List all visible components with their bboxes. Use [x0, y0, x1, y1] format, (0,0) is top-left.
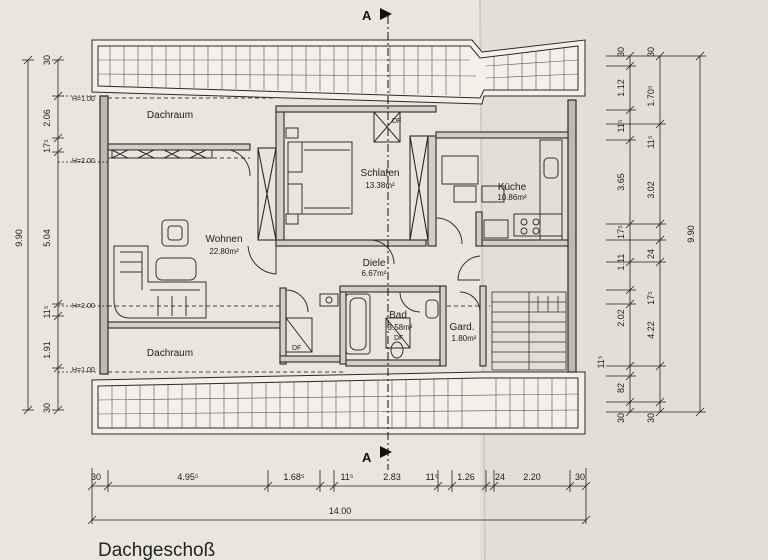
- dim-left-206: 2.06: [42, 109, 52, 127]
- bath-fixtures: [319, 293, 439, 359]
- dim-right-inner-bot30: 30: [616, 413, 626, 423]
- dim-right-outer-bot30: 30: [646, 413, 656, 423]
- wohnen-window-band: [111, 149, 213, 159]
- dim-bottom-24: 24: [495, 472, 505, 482]
- roof-eave-bottom: [91, 371, 586, 435]
- dim-right-outer-top30: 30: [646, 47, 656, 57]
- dim-bottom-115b: 11⁵: [425, 472, 438, 482]
- dimension-chain-bottom: [87, 468, 591, 525]
- dim-bottom-126: 1.26: [457, 472, 475, 482]
- dim-left-bot30: 30: [42, 403, 52, 413]
- dim-right-inner-111: 1.11: [616, 254, 626, 271]
- dim-right-outer-175: 17⁵: [646, 291, 656, 305]
- dim-bottom-495: 4.95⁵: [177, 472, 199, 482]
- dim-right-inner-top30: 30: [616, 47, 626, 57]
- dimension-chain-right: [606, 51, 706, 417]
- dim-right-outer-115: 11⁵: [646, 135, 656, 148]
- section-label-bottom: A: [362, 450, 372, 465]
- dim-right-outer-1705: 1.70⁵: [646, 85, 656, 107]
- dim-bottom-115a: 11⁵: [340, 472, 353, 482]
- dim-left-504: 5.04: [42, 229, 52, 247]
- section-arrow-bottom-icon: [380, 446, 392, 458]
- height-marker-upper: H=2.00: [72, 158, 95, 165]
- room-label-diele: Diele: [363, 258, 386, 269]
- dim-left-total: 9.90: [14, 229, 24, 247]
- height-marker-bottom: H=1.00: [72, 367, 95, 374]
- skylights: [285, 111, 411, 353]
- room-area-schlafen: 13.38m²: [365, 181, 395, 190]
- plan-title: Dachgeschoß: [98, 540, 215, 560]
- room-label-dachraum-bottom: Dachraum: [147, 348, 193, 359]
- dim-right-inner-175: 17⁵: [616, 225, 626, 239]
- height-marker-top: H=1.00: [72, 96, 95, 103]
- room-area-wohnen: 22.80m²: [209, 247, 239, 256]
- bed: [285, 127, 353, 225]
- dim-bottom-283: 2.83: [383, 472, 401, 482]
- room-label-gard: Gard.: [449, 322, 474, 333]
- room-area-bad: 3.58m²: [388, 323, 413, 332]
- room-label-kueche: Küche: [498, 182, 527, 193]
- dim-right-inner-365: 3.65: [616, 173, 626, 191]
- kitchen-fittings: [441, 139, 563, 241]
- dim-bottom-30b: 30: [575, 472, 585, 482]
- dim-bottom-220: 2.20: [523, 472, 541, 482]
- dim-right-outer-total: 9.90: [686, 225, 696, 243]
- dim-right-inner-202: 2.02: [616, 309, 626, 327]
- dim-left-191: 1.91: [42, 341, 52, 359]
- door-swings: [229, 149, 481, 313]
- skylight-label-schlafen: DF: [392, 118, 401, 125]
- dim-left-175: 17⁵: [42, 139, 52, 153]
- section-label-top: A: [362, 8, 372, 23]
- room-label-schlafen: Schlafen: [361, 168, 400, 179]
- interior-walls: [107, 105, 569, 367]
- dim-right-outer-302: 3.02: [646, 181, 656, 199]
- dim-left-top30: 30: [42, 55, 52, 65]
- skylight-label-diele: DF: [292, 345, 301, 352]
- dim-right-outer-24: 24: [646, 249, 656, 259]
- dim-bottom-30a: 30: [91, 472, 101, 482]
- room-area-gard: 1.80m²: [452, 334, 477, 343]
- dim-right-outer-422: 4.22: [646, 321, 656, 339]
- height-marker-lower: H=2.00: [72, 303, 95, 310]
- dimension-chain-left: [22, 55, 108, 415]
- room-area-diele: 6.67m²: [362, 269, 387, 278]
- section-arrow-top-icon: [380, 8, 392, 20]
- dim-right-inner-82: 82: [616, 383, 626, 393]
- dim-right-inner-115a: 11⁵: [616, 119, 626, 132]
- room-label-dachraum-top: Dachraum: [147, 110, 193, 121]
- skylight-label-bad: DF: [394, 335, 403, 342]
- dim-left-115: 11⁵: [42, 305, 52, 318]
- dim-right-inner-115b: 11⁵: [596, 355, 606, 368]
- dim-right-inner-112: 1.12: [616, 79, 626, 97]
- dim-bottom-168: 1.68⁵: [283, 472, 305, 482]
- room-label-wohnen: Wohnen: [205, 234, 242, 245]
- room-label-bad: Bad: [389, 310, 407, 321]
- staircase: [491, 291, 567, 371]
- room-area-kueche: 10.86m²: [497, 193, 527, 202]
- roof-eave-top: [91, 39, 586, 105]
- exterior-walls: [99, 95, 577, 375]
- dim-bottom-total: 14.00: [329, 506, 352, 516]
- wohnen-furniture: [113, 219, 207, 319]
